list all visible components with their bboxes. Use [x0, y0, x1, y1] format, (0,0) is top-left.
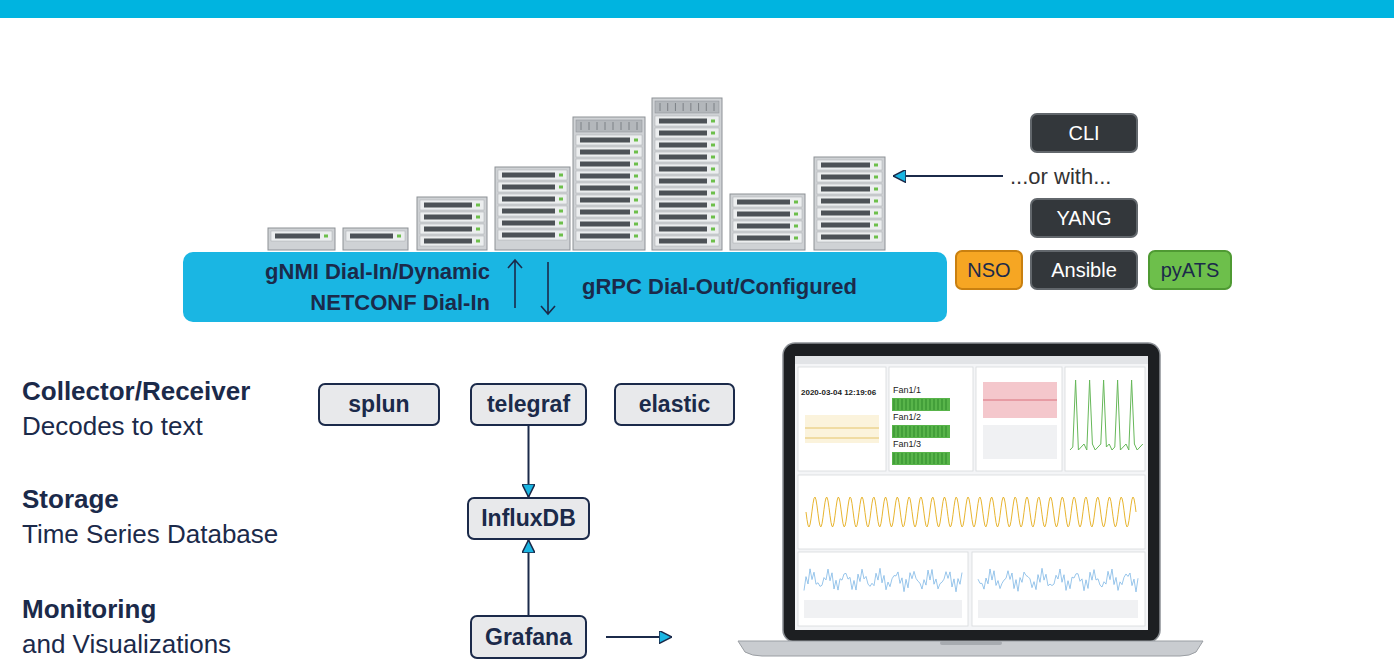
top-bar — [0, 0, 1394, 18]
pipeline-box: splun — [318, 383, 440, 426]
node-text: gRPC Dial-Out/Configured — [582, 274, 857, 299]
tier-description: Time Series Database — [22, 520, 278, 550]
pipeline-box: elastic — [614, 383, 735, 426]
node-text: NSO — [967, 259, 1010, 282]
node-text: Ansible — [1051, 259, 1117, 282]
tool-box: CLI — [1030, 113, 1138, 153]
dashboard-text: Fan1/3 — [893, 439, 921, 449]
flow-arrow — [528, 540, 530, 615]
tool-box: Ansible — [1030, 250, 1138, 290]
node-text: NETCONF Dial-In — [310, 290, 490, 315]
node-text: CLI — [1068, 122, 1099, 145]
tool-box: NSO — [955, 250, 1023, 290]
tool-box: YANG — [1030, 198, 1138, 238]
tier-description: and Visualizations — [22, 630, 231, 660]
switch-chassis — [343, 228, 408, 250]
node-text: splun — [348, 391, 409, 417]
tier-description: Decodes to text — [22, 412, 203, 442]
switch-chassis — [573, 117, 645, 250]
tier-heading: Storage — [22, 485, 119, 515]
leader-arrow — [893, 175, 1003, 177]
laptop-illustration — [738, 343, 1203, 656]
node-text: InfluxDB — [481, 505, 576, 531]
dashboard-text: 2020-03-04 12:19:06 — [801, 388, 876, 397]
tier-heading: Monitoring — [22, 595, 156, 625]
node-text: Grafana — [485, 624, 572, 650]
node-text: pyATS — [1161, 259, 1220, 282]
pipeline-box: telegraf — [470, 383, 587, 426]
switch-chassis — [495, 167, 570, 250]
node-text: YANG — [1056, 207, 1111, 230]
tool-box: pyATS — [1148, 250, 1232, 290]
switch-chassis — [268, 228, 335, 250]
switch-chassis — [652, 98, 722, 250]
protocol-band: gNMI Dial-In/DynamicNETCONF Dial-In gRPC … — [183, 252, 947, 322]
dashboard-text: Fan1/1 — [893, 385, 921, 395]
node-text: gNMI Dial-In/Dynamic — [265, 259, 490, 284]
node-text: telegraf — [487, 391, 570, 417]
node-text: elastic — [639, 391, 711, 417]
callout-text: ...or with... — [1010, 164, 1111, 189]
pipeline-box: InfluxDB — [467, 497, 590, 540]
flow-arrow — [528, 426, 530, 497]
switch-chassis — [417, 197, 487, 250]
tier-heading: Collector/Receiver — [22, 377, 250, 407]
switch-chassis — [730, 194, 805, 250]
leader-arrow — [606, 636, 672, 638]
switch-chassis — [814, 157, 885, 250]
pipeline-box: Grafana — [470, 615, 587, 659]
dashboard-text: Fan1/2 — [893, 412, 921, 422]
